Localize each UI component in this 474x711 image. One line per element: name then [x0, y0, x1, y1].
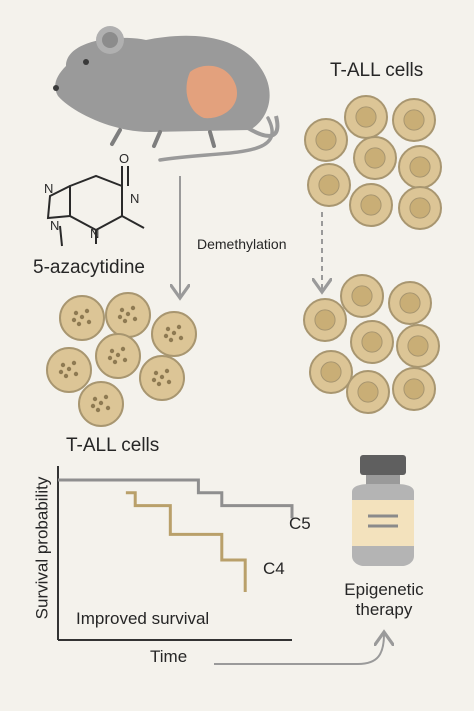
chromatin-dot: [122, 318, 128, 324]
cell-nucleus: [407, 335, 429, 357]
chromatin-dot: [163, 333, 169, 339]
cell-nucleus: [318, 174, 340, 196]
cell-nucleus: [403, 109, 425, 131]
chromatin-dot: [60, 362, 66, 368]
cell-nucleus: [320, 361, 342, 383]
chromatin-dot: [90, 403, 96, 409]
chromatin-dot: [153, 370, 159, 376]
nitrogen-label: N: [50, 218, 59, 233]
cell-nucleus: [360, 194, 382, 216]
chromatin-dot: [63, 373, 69, 379]
chromatin-dot: [112, 359, 118, 365]
drug-name-label: 5-azacytidine: [33, 257, 145, 278]
cell-nucleus: [361, 331, 383, 353]
chromatin-dot: [166, 379, 172, 385]
cell-nucleus: [357, 381, 379, 403]
nitrogen-label: N: [130, 191, 139, 206]
therapy-arrow: [214, 634, 384, 665]
curve-c5-label: C5: [289, 514, 311, 533]
chromatin-dot: [132, 316, 138, 322]
chromatin-dot: [159, 374, 165, 380]
chromatin-dot: [92, 396, 98, 402]
chromatin-dot: [95, 407, 101, 413]
improved-survival-label: Improved survival: [76, 609, 210, 628]
chromatin-dot: [171, 330, 177, 336]
chromatin-dot: [120, 346, 126, 352]
nitrogen-label: N: [44, 181, 53, 196]
chromatin-dot: [176, 324, 182, 330]
mouse-illustration: [53, 26, 280, 162]
chromatin-dot: [105, 405, 111, 411]
cell-nucleus: [403, 378, 425, 400]
chromatin-dot: [76, 321, 82, 327]
chromatin-dot: [117, 314, 123, 320]
cells-right-label: T-ALL cells: [330, 60, 424, 81]
chromatin-dot: [178, 335, 184, 341]
cell-nucleus: [314, 309, 336, 331]
curve-c4-label: C4: [263, 559, 285, 578]
chromatin-dot: [98, 400, 104, 406]
cells-left-label: T-ALL cells: [66, 435, 160, 456]
x-axis-label: Time: [150, 647, 188, 666]
nitrogen-label: N: [90, 226, 99, 241]
oxygen-label: O: [119, 151, 129, 166]
curve-c4: [125, 491, 247, 592]
chromatin-dot: [125, 311, 131, 317]
chromatin-dot: [66, 366, 72, 372]
chromatin-dot: [109, 348, 115, 354]
cell-nucleus: [351, 285, 373, 307]
cell-clusters: [46, 95, 442, 427]
cell-nucleus: [355, 106, 377, 128]
cell-nucleus: [315, 129, 337, 151]
chromatin-dot: [71, 317, 77, 323]
cell-nucleus: [409, 156, 431, 178]
chromatin-dot: [103, 394, 109, 400]
azacytidine-structure: [46, 166, 145, 247]
chromatin-dot: [168, 337, 174, 343]
chromatin-dot: [151, 377, 157, 383]
demethylation-label: Demethylation: [197, 236, 287, 252]
chromatin-dot: [73, 371, 79, 377]
cell-nucleus: [399, 292, 421, 314]
therapy-label: Epigenetic therapy: [344, 580, 424, 619]
chromatin-dot: [122, 357, 128, 363]
chromatin-dot: [156, 381, 162, 387]
chromatin-dot: [79, 314, 85, 320]
chromatin-dot: [107, 355, 113, 361]
survival-chart: [57, 466, 294, 641]
curve-c5: [58, 478, 294, 519]
chromatin-dot: [86, 319, 92, 325]
chromatin-dot: [58, 369, 64, 375]
y-axis-label: Survival probability: [32, 476, 52, 620]
cell-nucleus: [409, 197, 431, 219]
chromatin-dot: [164, 368, 170, 374]
cell-nucleus: [364, 147, 386, 169]
chromatin-dot: [130, 305, 136, 311]
chromatin-dot: [73, 310, 79, 316]
chromatin-dot: [71, 360, 77, 366]
chromatin-dot: [119, 307, 125, 313]
chromatin-dot: [84, 308, 90, 314]
chromatin-dot: [165, 326, 171, 332]
chromatin-dot: [115, 352, 121, 358]
medicine-vial-icon: [352, 455, 414, 566]
